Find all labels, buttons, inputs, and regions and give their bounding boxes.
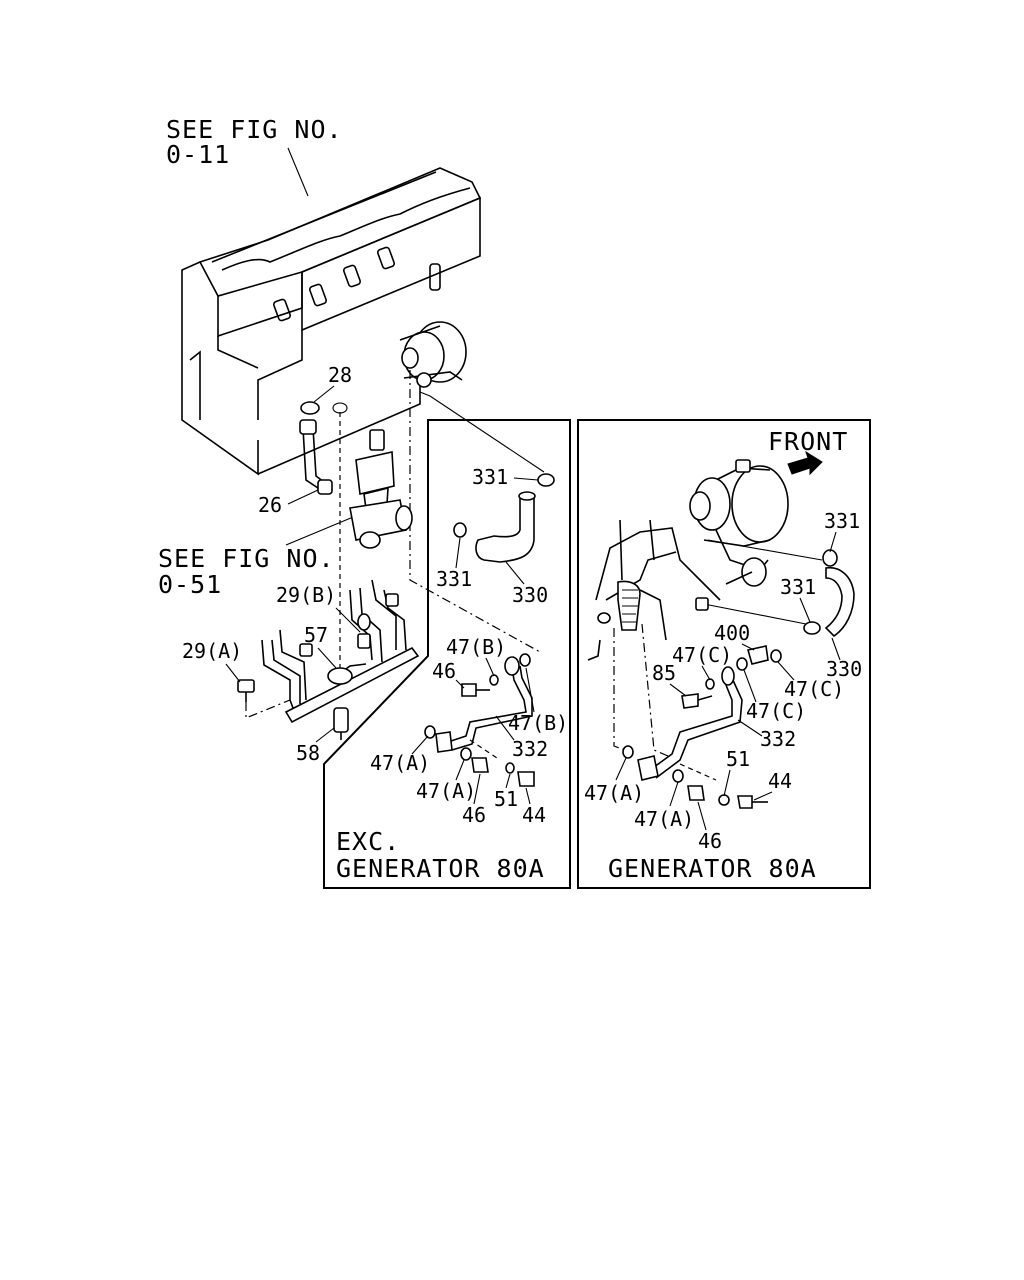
leader-line <box>315 727 335 743</box>
clamp-331 <box>453 522 467 538</box>
see-fig-051-reference: SEE FIG NO. 0-51 <box>158 544 335 599</box>
leader-line <box>285 514 359 546</box>
label-28: 28 <box>328 363 352 387</box>
leader-line <box>737 719 763 737</box>
leader-line <box>799 597 811 623</box>
leader-line <box>455 537 461 569</box>
label-331: 331 <box>436 567 472 591</box>
label-46: 46 <box>462 803 486 827</box>
reference-line-2: 0-51 <box>158 570 222 599</box>
label-332: 332 <box>760 727 796 751</box>
leader-line <box>525 787 531 805</box>
label-47c: 47(C) <box>746 699 806 723</box>
leader-line <box>743 669 757 703</box>
leader-line <box>473 773 481 805</box>
bolt-29a <box>237 679 255 702</box>
clamp-331 <box>822 549 838 567</box>
leader-line <box>615 757 627 781</box>
leader-line <box>317 647 337 669</box>
label-57: 57 <box>304 623 328 647</box>
leader-line <box>777 661 795 681</box>
leader-line <box>831 637 841 661</box>
label-331: 331 <box>472 465 508 489</box>
label-47c: 47(C) <box>672 643 732 667</box>
clamp-331 <box>803 621 821 635</box>
label-29a: 29(A) <box>182 639 242 663</box>
label-332: 332 <box>512 737 548 761</box>
leader-line <box>669 781 679 807</box>
leader-line <box>525 667 535 713</box>
label-330: 330 <box>826 657 862 681</box>
centerline <box>245 699 291 719</box>
caption-line-2: GENERATOR 80A <box>336 854 545 883</box>
leader-line <box>669 683 687 697</box>
label-46: 46 <box>432 659 456 683</box>
fuel-pipes <box>261 579 420 724</box>
see-fig-011-reference: SEE FIG NO. 0-11 <box>166 115 343 169</box>
leader-line <box>703 603 807 625</box>
leader-line <box>513 477 539 481</box>
dash-leader-to-left-panel <box>409 370 541 653</box>
reference-line-1: SEE FIG NO. <box>166 115 343 144</box>
leader-line <box>707 539 823 561</box>
caption-line-1: GENERATOR 80A <box>608 854 817 883</box>
label-58: 58 <box>296 741 320 765</box>
bolt-29b <box>357 633 371 649</box>
leader-line <box>495 715 515 741</box>
label-26: 26 <box>258 493 282 517</box>
label-51: 51 <box>494 787 518 811</box>
label-47a: 47(A) <box>634 807 694 831</box>
label-47b: 47(B) <box>446 635 506 659</box>
leader-line <box>505 773 511 789</box>
clamp-331 <box>537 473 555 487</box>
leader-line <box>723 769 731 797</box>
engine-block-drawing <box>181 167 482 476</box>
pipe-26 <box>299 419 333 495</box>
leader-line <box>225 663 241 683</box>
label-47b: 47(B) <box>508 711 568 735</box>
label-51: 51 <box>726 747 750 771</box>
caption-line-1: EXC. <box>336 827 400 856</box>
generator-80a-drawing <box>689 459 789 587</box>
leader-line <box>505 561 525 585</box>
panel-exc-generator-80a: 331 331 330 47(B) 46 47(B) 332 47(A) 47(… <box>323 419 571 889</box>
label-44: 44 <box>522 803 546 827</box>
label-47a: 47(A) <box>370 751 430 775</box>
leader-line <box>287 147 309 197</box>
reference-line-2: 0-11 <box>166 140 230 169</box>
injection-pump <box>349 429 413 549</box>
leader-line <box>829 531 837 553</box>
label-47a: 47(A) <box>584 781 644 805</box>
panel-generator-80a: FRONT <box>577 419 871 889</box>
leader-line <box>697 801 707 831</box>
leader-line <box>701 665 711 681</box>
label-331: 331 <box>824 509 860 533</box>
leader-line <box>455 759 465 781</box>
reference-line-1: SEE FIG NO. <box>158 544 335 573</box>
label-47a: 47(A) <box>416 779 476 803</box>
label-85: 85 <box>652 661 676 685</box>
leader-line <box>335 607 361 633</box>
front-arrow-icon <box>787 450 823 476</box>
leader-line <box>287 489 319 505</box>
leader-line <box>485 657 495 677</box>
label-400: 400 <box>714 621 750 645</box>
leader-line <box>313 385 335 403</box>
front-label: FRONT <box>768 427 848 456</box>
label-330: 330 <box>512 583 548 607</box>
leader-line <box>419 391 545 473</box>
leader-line <box>411 735 429 755</box>
leader-line <box>753 791 773 801</box>
label-44: 44 <box>768 769 792 793</box>
label-29b: 29(B) <box>276 583 336 607</box>
bracket-drawing <box>587 519 721 661</box>
leader-line <box>741 643 755 651</box>
fitting-58 <box>333 707 349 740</box>
label-46: 46 <box>698 829 722 853</box>
label-331: 331 <box>780 575 816 599</box>
leader-line <box>455 679 465 689</box>
label-47c: 47(C) <box>784 677 844 701</box>
